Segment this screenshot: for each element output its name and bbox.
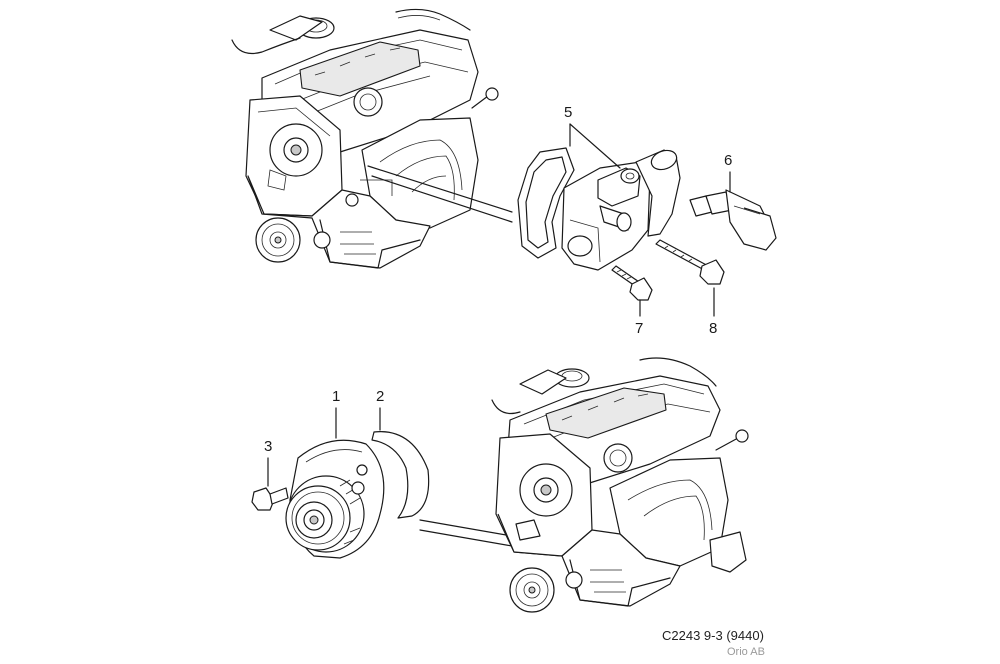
engine-bottom: [491, 357, 749, 613]
callout-5: 5: [564, 104, 573, 121]
callout-1: 1: [332, 388, 341, 405]
bolt-7: [611, 265, 653, 301]
temperature-sensor: [689, 189, 777, 251]
bolt-3: [251, 487, 289, 511]
water-pump-gasket: [371, 431, 430, 519]
company-name: Orio AB: [727, 646, 765, 658]
bolt-8: [655, 239, 725, 285]
leader-line-top-2: [371, 175, 513, 223]
leader-line-top: [367, 165, 513, 213]
water-pump: [285, 439, 385, 559]
callout-6: 6: [724, 152, 733, 169]
callout-3: 3: [264, 438, 273, 455]
thermostat-housing: [561, 149, 681, 271]
engine-top: [231, 8, 499, 269]
callout-8: 8: [709, 320, 718, 337]
leader-line-bottom-2: [419, 529, 513, 547]
callout-2: 2: [376, 388, 385, 405]
callout-7: 7: [635, 320, 644, 337]
leader-line-bottom: [419, 519, 513, 537]
diagram-code: C2243 9-3 (9440): [662, 628, 764, 643]
